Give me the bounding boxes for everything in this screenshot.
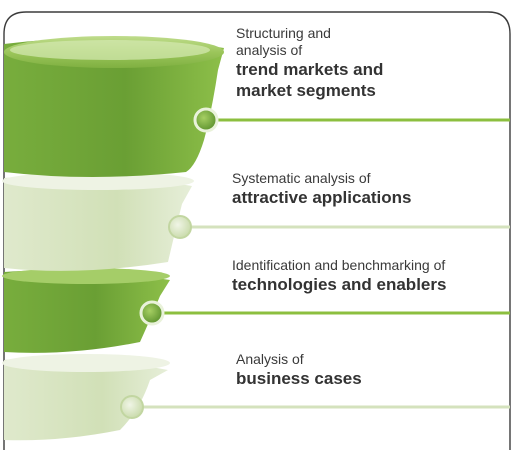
connector-knob-1 bbox=[193, 107, 219, 133]
funnel-stage-4 bbox=[4, 357, 168, 441]
stage-4-title: business cases bbox=[236, 369, 362, 388]
funnel-stage-1-inner bbox=[10, 40, 210, 60]
stage-3-title: technologies and enablers bbox=[232, 275, 447, 294]
funnel-stage-1 bbox=[4, 37, 224, 177]
stage-label-4: Analysis of business cases bbox=[236, 351, 362, 389]
frame-border bbox=[3, 11, 511, 450]
stage-label-2: Systematic analysis of attractive applic… bbox=[232, 170, 412, 208]
funnel-stage-4-rim bbox=[2, 354, 170, 372]
stage-label-1: Structuring and analysis of trend market… bbox=[236, 25, 383, 101]
funnel-stage-2 bbox=[4, 175, 192, 271]
stage-2-text: Systematic analysis of bbox=[232, 170, 371, 186]
stage-2-title: attractive applications bbox=[232, 188, 412, 207]
funnel-stage-2-rim bbox=[2, 172, 194, 190]
funnel-stage-3-rim bbox=[2, 268, 170, 284]
connector-knob-3 bbox=[139, 300, 165, 326]
connector-knob-4 bbox=[120, 395, 144, 419]
connector-knob-2 bbox=[168, 215, 192, 239]
stage-3-text: Identification and benchmarking of bbox=[232, 257, 446, 273]
stage-1-text: Structuring and analysis of bbox=[236, 25, 331, 58]
stage-label-3: Identification and benchmarking of techn… bbox=[232, 257, 446, 295]
stage-4-text: Analysis of bbox=[236, 351, 304, 367]
stage-1-title: trend markets and market segments bbox=[236, 60, 384, 100]
funnel-stage-3 bbox=[4, 270, 170, 353]
